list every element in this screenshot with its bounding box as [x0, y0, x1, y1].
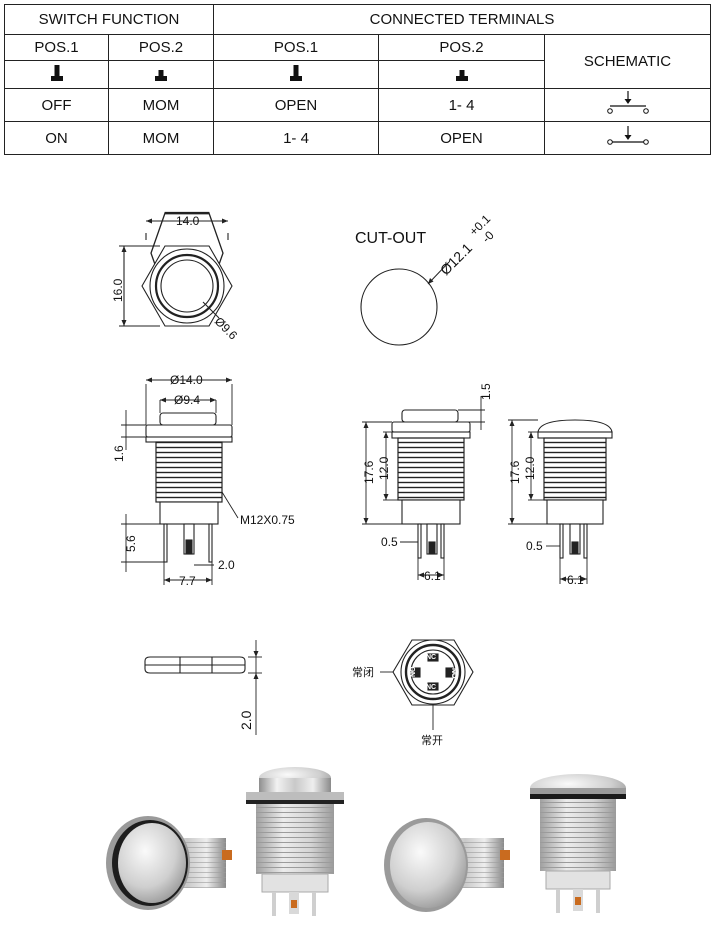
- head-ring-circle: [154, 253, 220, 319]
- bottom-view: [380, 639, 474, 730]
- nc-top-label: NC: [426, 654, 436, 661]
- cutout-view: [360, 261, 450, 346]
- front-thread-dim: M12X0.75: [240, 513, 295, 527]
- side-b-pin-thickness-dim: 0.5: [526, 539, 543, 553]
- product-photo-angled-1: [106, 816, 232, 910]
- row2-ct-pos2: OPEN: [378, 121, 545, 155]
- sf-pos2-header: POS.2: [108, 34, 214, 61]
- top-width-dim: 14.0: [176, 214, 200, 228]
- row1-sf-pos2: MOM: [108, 88, 214, 122]
- side-b-thread-length-dim: 12.0: [523, 456, 537, 480]
- schematic-closed-icon: [544, 121, 711, 155]
- switch-function-header: SWITCH FUNCTION: [4, 4, 214, 35]
- front-pin-pitch-dim: 7.7: [179, 574, 196, 588]
- pushbutton-released-icon: [213, 60, 379, 89]
- nut-thickness-dim: 2.0: [238, 710, 254, 730]
- row2-sf-pos2: MOM: [108, 121, 214, 155]
- front-inner-diameter-dim: Ø9.4: [174, 393, 200, 407]
- pushbutton-pressed-icon: [378, 60, 545, 89]
- side-b-body-length-dim: 17.6: [508, 460, 522, 484]
- row2-ct-pos1: 1- 4: [213, 121, 379, 155]
- schematic-open-icon: [544, 88, 711, 122]
- pushbutton-released-icon: [4, 60, 109, 89]
- nut-profile: [144, 640, 262, 735]
- product-photo-upright-2: [530, 774, 626, 913]
- product-photo-angled-2: [384, 818, 510, 912]
- cap-circle: [160, 259, 214, 313]
- cutout-title: CUT-OUT: [355, 230, 426, 247]
- side-a-cap-height-dim: 1.5: [479, 383, 493, 400]
- head-outer-circle: [149, 248, 225, 324]
- front-view: [121, 377, 239, 585]
- cutout-circle: [360, 268, 438, 346]
- front-outer-diameter-dim: Ø14.0: [170, 373, 203, 387]
- no-left-label: NO: [410, 666, 417, 677]
- front-pin-length-dim: 5.6: [124, 535, 138, 552]
- front-head-height-dim: 1.6: [112, 445, 126, 462]
- nc-bottom-label: NC: [426, 684, 436, 691]
- cutout-diameter-dim: Ø12.1: [437, 240, 475, 278]
- cap-diameter-dim: Ø9.6: [212, 314, 241, 343]
- side-a-body-length-dim: 17.6: [362, 460, 376, 484]
- side-a-pin-thickness-dim: 0.5: [381, 535, 398, 549]
- top-height-dim: 16.0: [111, 278, 125, 302]
- top-view: [119, 211, 233, 327]
- switch-function-table: SWITCH FUNCTION CONNECTED TERMINALS POS.…: [4, 4, 711, 155]
- side-view-b: [508, 419, 613, 584]
- side-a-thread-length-dim: 12.0: [377, 456, 391, 480]
- connected-terminals-header: CONNECTED TERMINALS: [213, 4, 711, 35]
- row1-sf-pos1: OFF: [4, 88, 109, 122]
- side-view-a: [362, 396, 485, 580]
- front-pin-width-dim: 2.0: [218, 558, 235, 572]
- row2-sf-pos1: ON: [4, 121, 109, 155]
- product-photo-upright-1: [246, 767, 344, 916]
- normally-closed-label: 常闭: [352, 666, 374, 679]
- no-right-label: NO: [450, 668, 457, 679]
- side-a-pin-pitch-dim: 6.1: [424, 569, 441, 583]
- row1-ct-pos2: 1- 4: [378, 88, 545, 122]
- side-b-pin-pitch-dim: 6.1: [567, 573, 584, 587]
- schematic-header: SCHEMATIC: [544, 34, 711, 89]
- normally-open-label: 常开: [421, 734, 443, 747]
